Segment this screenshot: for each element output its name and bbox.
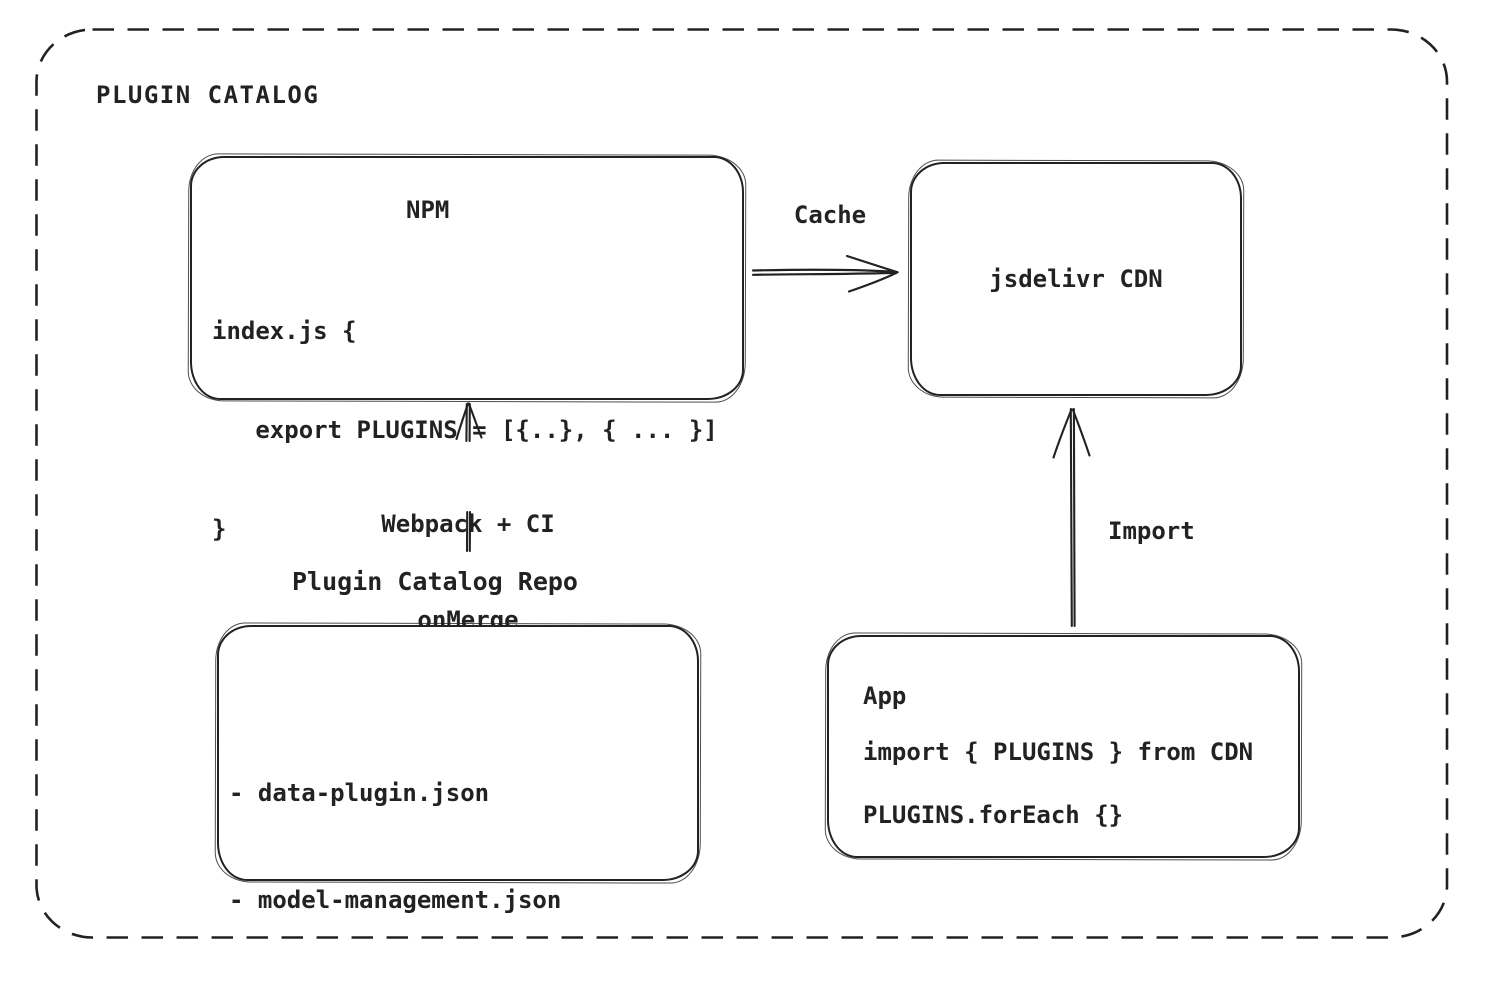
repo-file-item: - data-plugin.json xyxy=(229,779,490,807)
build-arrow-label-line1: Webpack + CI xyxy=(381,510,555,538)
app-code-line: import { PLUGINS } from CDN xyxy=(863,738,1254,766)
build-arrowhead-icon xyxy=(455,402,470,441)
npm-code-line: index.js { xyxy=(212,317,357,345)
cache-arrowhead-icon xyxy=(845,254,899,274)
node-plugin-catalog-repo: - data-plugin.json - model-management.js… xyxy=(217,625,699,1002)
import-arrowhead-icon xyxy=(1052,408,1073,459)
cdn-label: jsdelivr CDN xyxy=(989,265,1163,293)
cache-arrow-label: Cache xyxy=(793,201,867,229)
repo-label: Plugin Catalog Repo xyxy=(292,567,578,596)
npm-code-line: export PLUGINS = [{..}, { ... }] xyxy=(212,416,718,444)
app-title: App xyxy=(863,682,907,710)
node-npm: NPM index.js { export PLUGINS = [{..}, {… xyxy=(190,156,744,543)
import-arrow xyxy=(1052,407,1091,628)
node-jsdelivr-cdn: jsdelivr CDN xyxy=(910,162,1242,396)
npm-code-block: index.js { export PLUGINS = [{..}, { ...… xyxy=(212,249,718,612)
npm-code-line: } xyxy=(212,515,227,543)
repo-file-list: - data-plugin.json - model-management.js… xyxy=(229,705,561,1002)
repo-file-item: ... xyxy=(229,989,561,1002)
cache-arrow xyxy=(751,254,899,293)
npm-title: NPM xyxy=(406,196,450,224)
app-code-line: PLUGINS.forEach {} xyxy=(863,801,1124,829)
repo-file-item: - model-management.json xyxy=(229,885,562,914)
node-app: App import { PLUGINS } from CDN PLUGINS.… xyxy=(827,635,1300,858)
import-arrow-label: Import xyxy=(1108,517,1195,545)
dashed-frame-border xyxy=(35,28,1449,939)
build-arrow xyxy=(455,402,483,553)
frame-title: PLUGIN CATALOG xyxy=(96,81,320,109)
